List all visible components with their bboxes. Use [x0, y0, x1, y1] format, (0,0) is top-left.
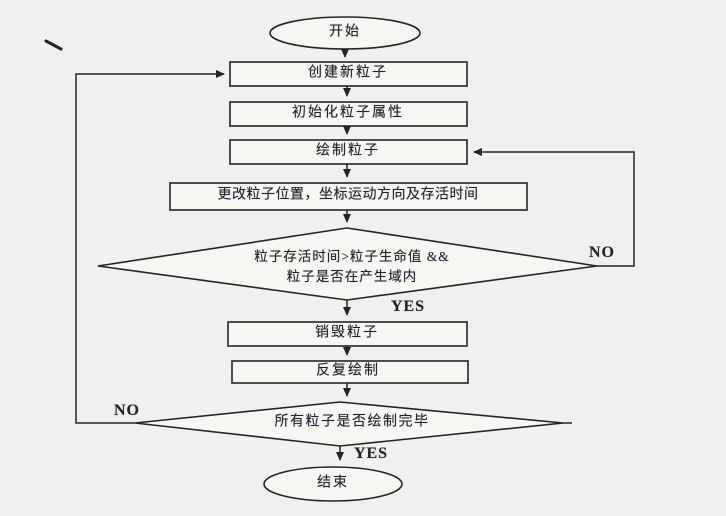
process-redraw-shape — [231, 360, 469, 384]
start-label: 开始 — [329, 24, 361, 40]
alldrawn-condition-label: 所有粒子是否绘制完毕 — [274, 414, 430, 430]
alldrawn-yes-label: YES — [353, 445, 389, 463]
pen-mark — [44, 39, 63, 51]
process-init-shape — [229, 101, 468, 127]
process-update-shape — [169, 182, 528, 211]
process-create-shape — [229, 61, 468, 87]
create-label: 创建新粒子 — [308, 65, 388, 81]
end-terminator-shape — [263, 466, 403, 502]
destroy-label: 销毁粒子 — [315, 325, 379, 341]
redraw-label: 反复绘制 — [316, 363, 380, 379]
process-destroy-shape — [227, 321, 468, 347]
lifecheck-yes-label: YES — [390, 298, 426, 316]
lifecheck-condition-line2: 粒子是否在产生域内 — [286, 269, 418, 284]
lifecheck-condition-line1: 粒子存活时间>粒子生命值 && — [254, 249, 450, 264]
process-draw-shape — [229, 139, 468, 165]
end-label: 结束 — [317, 475, 349, 491]
init-label: 初始化粒子属性 — [292, 105, 404, 121]
draw-label: 绘制粒子 — [316, 143, 380, 159]
alldrawn-no-label: NO — [114, 402, 140, 420]
edge-lifecheck-no-loop — [473, 148, 635, 267]
lifecheck-no-label: NO — [589, 244, 615, 262]
update-label: 更改粒子位置，坐标运动方向及存活时间 — [217, 187, 479, 203]
edge-alldrawn-no-loop — [75, 70, 225, 424]
